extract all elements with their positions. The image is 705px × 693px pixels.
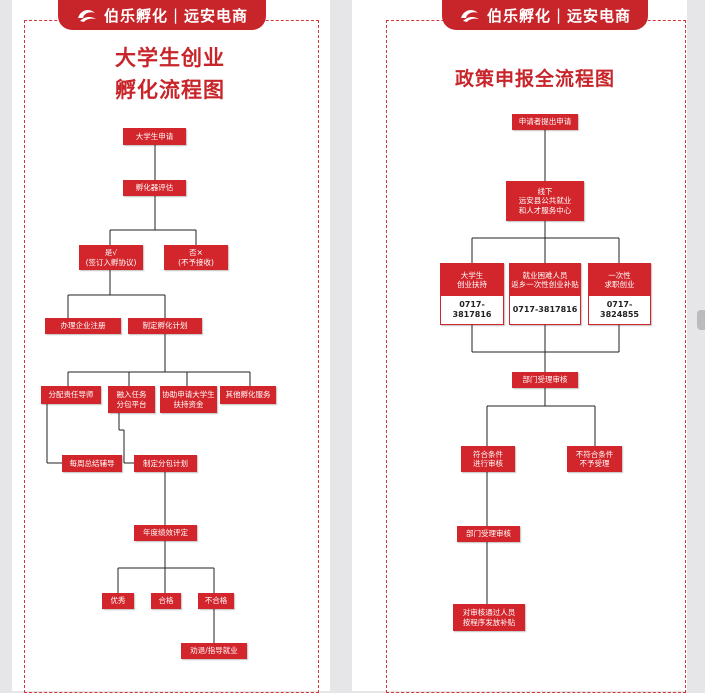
brand-sub: 远安电商 bbox=[184, 6, 249, 25]
node-fund: 协助申请大学生扶持资金 bbox=[160, 386, 217, 413]
node-once-subsidy: 一次性求职创业 0717-3824855 bbox=[588, 263, 651, 325]
node-poor-subsidy: 就业困难人员返乡一次性创业补贴 0717-3817816 bbox=[509, 263, 581, 325]
left-panel bbox=[12, 0, 330, 691]
brand-separator: | bbox=[172, 6, 180, 24]
node-exit: 劝退/指导就业 bbox=[181, 643, 247, 659]
node-reject: 否×(不予接收) bbox=[164, 245, 228, 270]
node-dept-review: 部门受理审核 bbox=[457, 526, 520, 542]
node-plan: 制定孵化计划 bbox=[128, 318, 202, 334]
node-notmeet: 不符合条件不予受理 bbox=[567, 446, 622, 472]
node-offline: 线下远安县公共就业和人才服务中心 bbox=[506, 181, 584, 221]
node-platform: 融入任务分包平台 bbox=[108, 386, 155, 413]
node-subcontract: 制定分包计划 bbox=[134, 455, 197, 472]
brand-name: 伯乐孵化 bbox=[486, 6, 551, 25]
node-pass: 是√(签订入孵协议) bbox=[79, 245, 143, 270]
phone-number: 0717-3817816 bbox=[512, 305, 578, 314]
node-final: 对审核通过人员按程序发放补贴 bbox=[453, 604, 525, 631]
node-excellent: 优秀 bbox=[102, 593, 134, 609]
node-annual: 年度绩效评定 bbox=[134, 525, 197, 541]
brand-logo-icon bbox=[77, 10, 96, 22]
node-qualified: 合格 bbox=[151, 593, 181, 609]
node-mentor: 分配责任导师 bbox=[41, 386, 101, 404]
node-other: 其他孵化服务 bbox=[220, 386, 276, 404]
node-register: 办理企业注册 bbox=[45, 318, 121, 334]
phone-number: 0717-3817816 bbox=[452, 300, 492, 319]
node-apply: 大学生申请 bbox=[123, 128, 186, 145]
left-title-line2: 孵化流程图 bbox=[115, 78, 225, 102]
node-submit: 申请者提出申请 bbox=[512, 114, 578, 130]
brand-logo-icon bbox=[460, 10, 479, 22]
node-evaluate: 孵化器评估 bbox=[123, 180, 186, 196]
left-brand-tab: 伯乐孵化 | 远安电商 bbox=[58, 0, 266, 30]
right-title: 政策申报全流程图 bbox=[454, 68, 615, 90]
brand-name: 伯乐孵化 bbox=[103, 6, 168, 25]
brand-sub: 远安电商 bbox=[567, 6, 632, 25]
phone-number: 0717-3824855 bbox=[600, 300, 639, 319]
node-weekly: 每周总结辅导 bbox=[62, 455, 122, 472]
node-unqualified: 不合格 bbox=[198, 593, 234, 609]
node-grad-support: 大学生创业扶持 0717-3817816 bbox=[440, 263, 504, 325]
node-dept-accept: 部门受理审核 bbox=[512, 372, 578, 388]
left-title-line1: 大学生创业 bbox=[115, 46, 225, 70]
node-meets: 符合条件进行审核 bbox=[461, 446, 515, 472]
scroll-handle[interactable] bbox=[697, 310, 705, 330]
brand-separator: | bbox=[555, 6, 563, 24]
right-brand-tab: 伯乐孵化 | 远安电商 bbox=[442, 0, 648, 30]
